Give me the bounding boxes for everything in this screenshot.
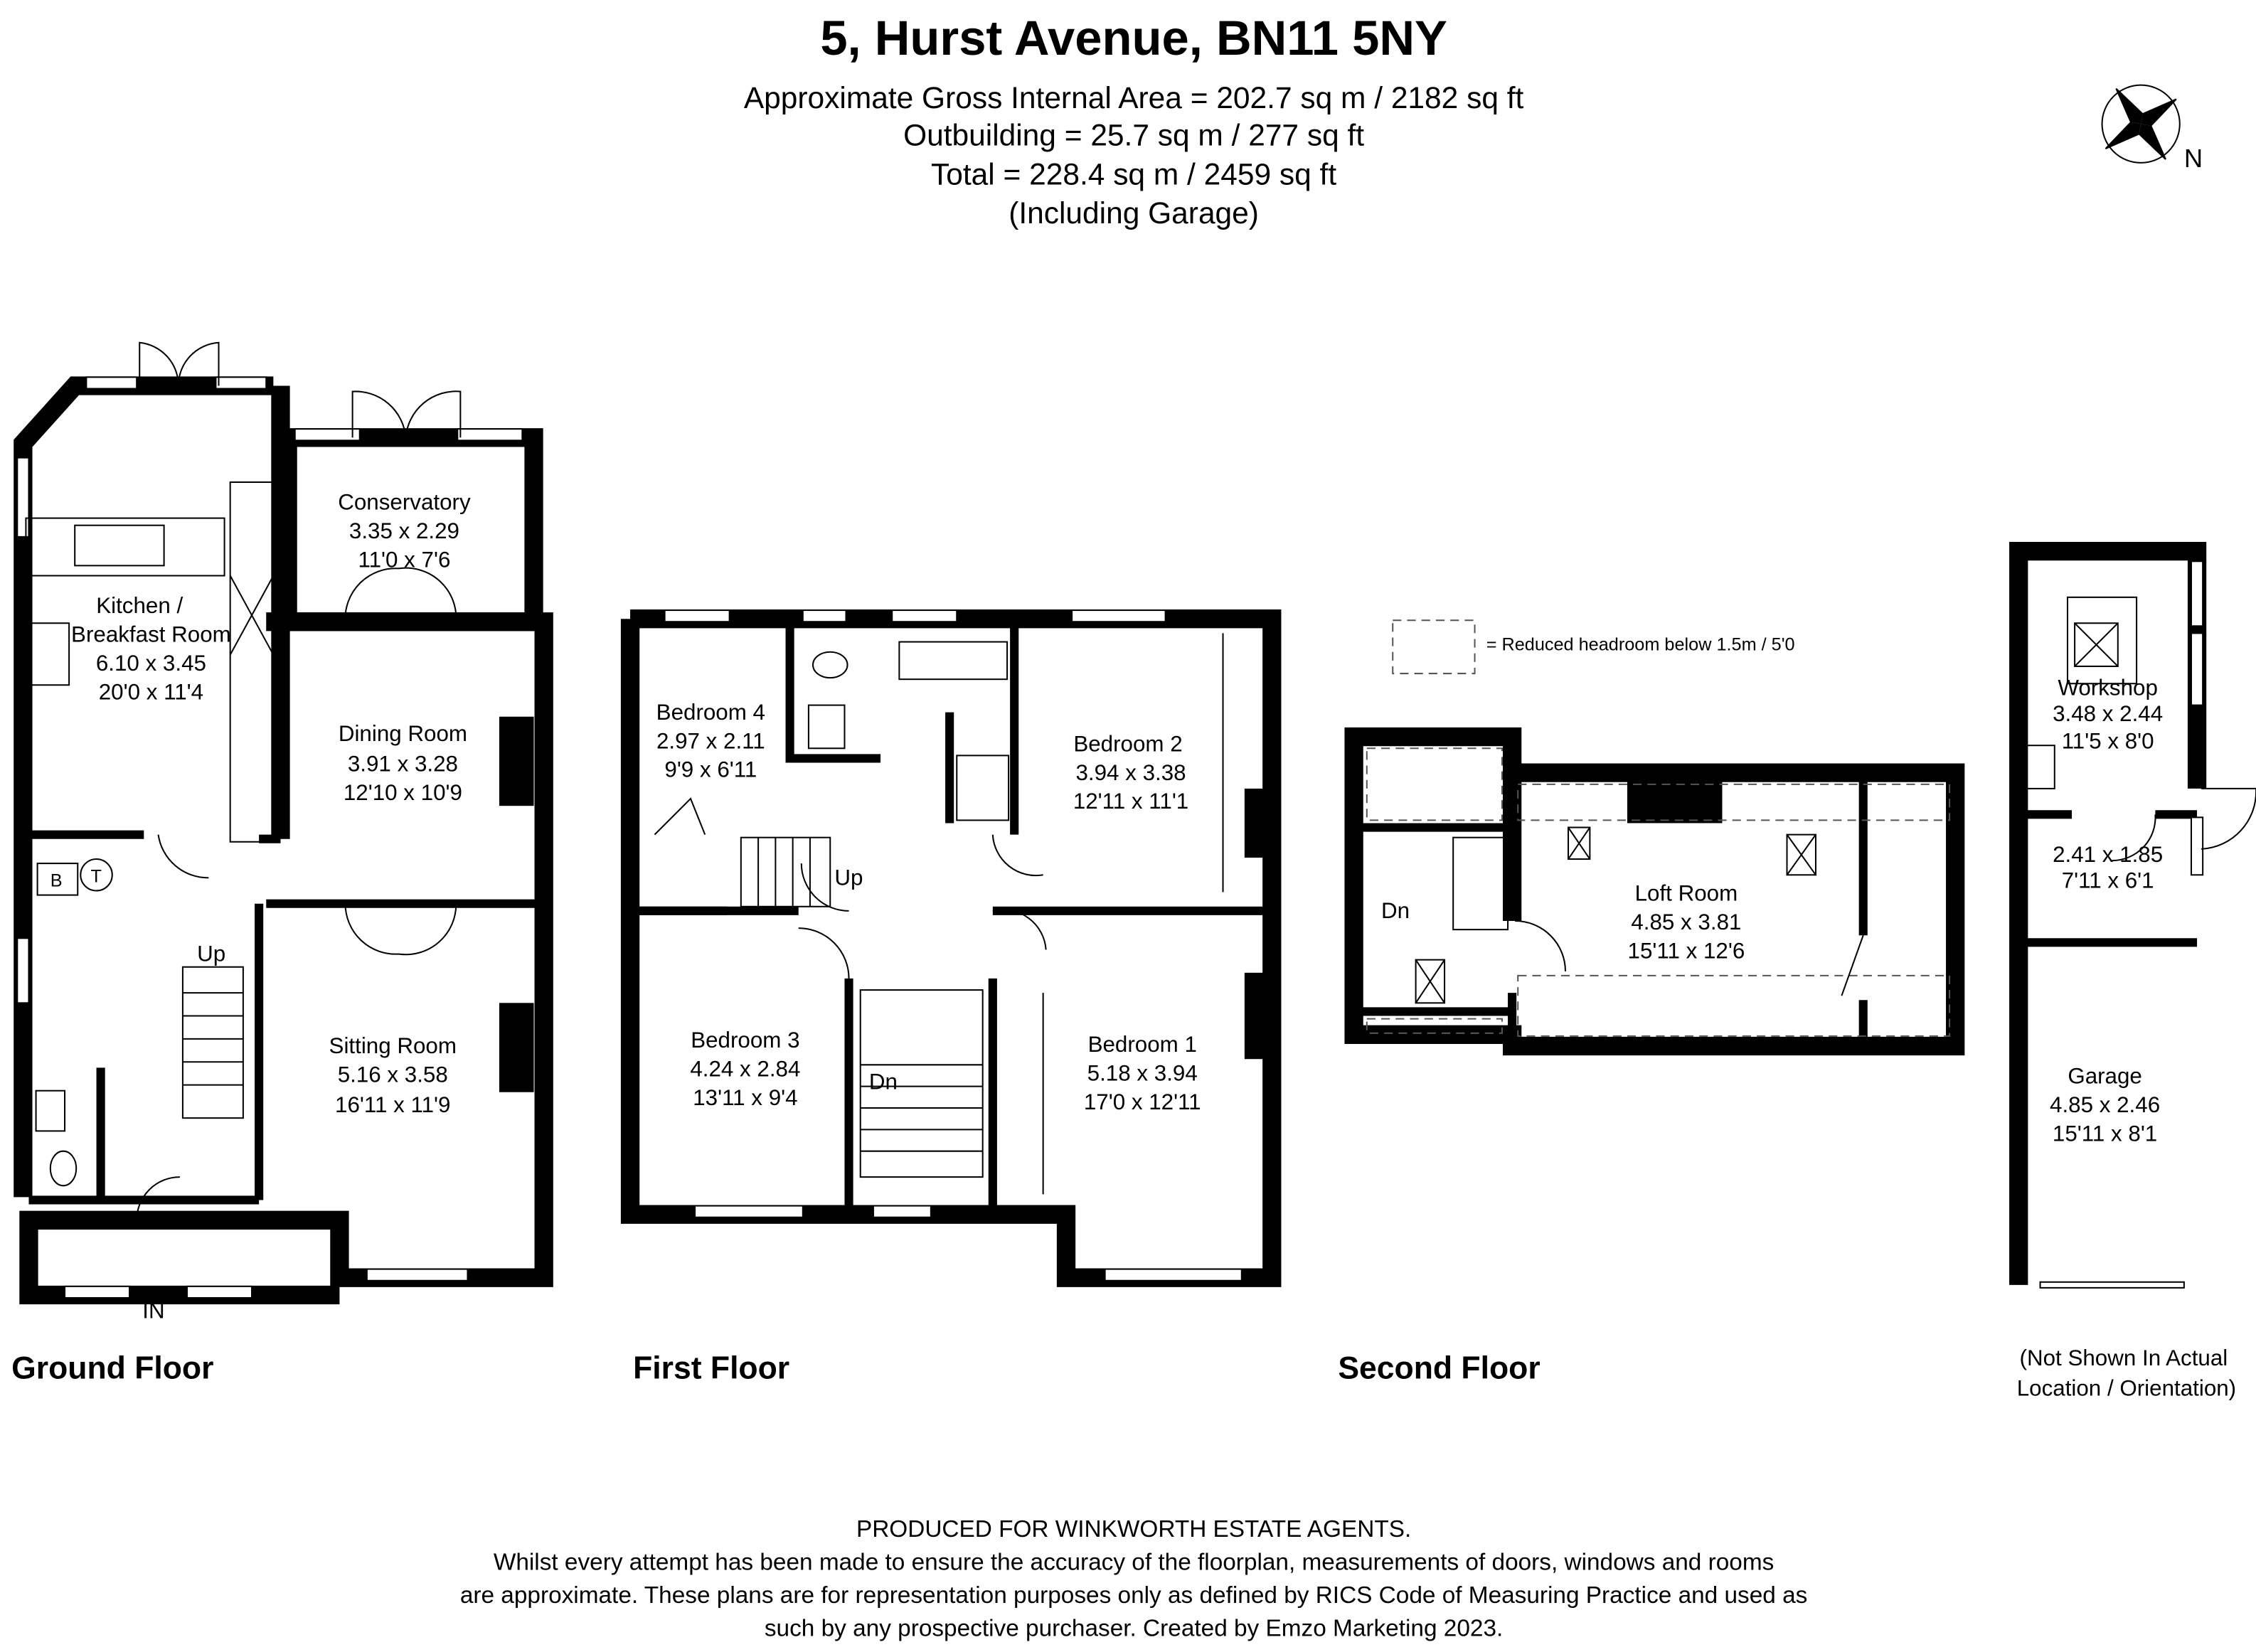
room-metric-loft: 4.85 x 3.81: [1631, 910, 1741, 934]
stairs-up-label: Up: [834, 865, 863, 890]
footer-line: Whilst every attempt has been made to en…: [494, 1549, 1774, 1575]
reduced-headroom-legend-swatch: [1392, 619, 1476, 675]
stairs-down-label: Dn: [869, 1070, 898, 1094]
room-imperial-bedroom-2: 12'11 x 11'1: [1073, 789, 1188, 814]
compass-north-label: N: [2184, 144, 2203, 173]
compass-rose-icon: [2101, 84, 2181, 164]
room-name-bedroom-4: Bedroom 4: [656, 700, 765, 725]
legend-text: = Reduced headroom below 1.5m / 5'0: [1486, 635, 1795, 655]
room-imperial-conservatory: 11'0 x 7'6: [358, 547, 451, 572]
room-imperial-loft: 15'11 x 12'6: [1628, 939, 1745, 964]
room-name-workshop: Workshop: [2058, 675, 2158, 700]
room-name-bedroom-1: Bedroom 1: [1088, 1032, 1197, 1057]
room-metric-bedroom-3: 4.24 x 2.84: [690, 1056, 800, 1081]
outbuilding-note: (Not Shown In Actual: [2020, 1345, 2228, 1370]
room-imperial-bedroom-1: 17'0 x 12'11: [1084, 1089, 1201, 1114]
outbuilding-plan: [2009, 541, 2256, 1289]
room-name-kitchen-2: Breakfast Room: [71, 622, 231, 647]
room-imperial-bedroom-4: 9'9 x 6'11: [664, 757, 757, 782]
area-line: (Including Garage): [1009, 197, 1259, 230]
area-line: Total = 228.4 sq m / 2459 sq ft: [931, 158, 1336, 191]
outbuilding-note: Location / Orientation): [2017, 1376, 2236, 1401]
footer-line: PRODUCED FOR WINKWORTH ESTATE AGENTS.: [856, 1516, 1411, 1542]
room-imperial-bedroom-3: 13'11 x 9'4: [693, 1085, 797, 1110]
room-imperial-garage: 15'11 x 8'1: [2053, 1121, 2157, 1146]
room-metric-garage: 4.85 x 2.46: [2050, 1092, 2160, 1117]
tank-label: T: [90, 866, 101, 886]
room-imperial-dining: 12'10 x 10'9: [344, 780, 462, 805]
room-metric-bedroom-2: 3.94 x 3.38: [1075, 760, 1186, 785]
ground-floor-plan: [14, 341, 553, 1305]
boiler-label: B: [50, 870, 63, 890]
stairs-up-label: Up: [197, 942, 225, 966]
room-name-conservatory: Conservatory: [338, 489, 471, 514]
room-metric-store: 2.41 x 1.85: [2053, 842, 2163, 867]
page-title: 5, Hurst Avenue, BN11 5NY: [820, 11, 1447, 65]
room-name-kitchen: Kitchen /: [96, 593, 183, 618]
entrance-label: IN: [142, 1298, 164, 1323]
room-imperial-kitchen: 20'0 x 11'4: [99, 679, 203, 704]
room-name-bedroom-3: Bedroom 3: [691, 1028, 799, 1053]
ground-floor-label: Ground Floor: [11, 1350, 213, 1385]
first-floor-label: First Floor: [633, 1350, 789, 1385]
area-line: Approximate Gross Internal Area = 202.7 …: [744, 82, 1524, 115]
room-metric-bedroom-4: 2.97 x 2.11: [656, 728, 765, 753]
second-floor-plan: [1344, 727, 1965, 1056]
second-floor-label: Second Floor: [1338, 1350, 1540, 1385]
room-metric-conservatory: 3.35 x 2.29: [349, 518, 459, 543]
room-name-garage: Garage: [2068, 1064, 2142, 1089]
first-floor-plan: [620, 609, 1282, 1287]
room-name-sitting: Sitting Room: [329, 1033, 457, 1058]
room-metric-bedroom-1: 5.18 x 3.94: [1087, 1061, 1198, 1086]
area-line: Outbuilding = 25.7 sq m / 277 sq ft: [903, 119, 1364, 153]
room-name-dining: Dining Room: [339, 721, 467, 746]
room-metric-dining: 3.91 x 3.28: [348, 752, 458, 777]
room-metric-sitting: 5.16 x 3.58: [338, 1062, 448, 1087]
room-name-loft: Loft Room: [1635, 881, 1738, 906]
room-metric-kitchen: 6.10 x 3.45: [96, 651, 206, 676]
footer-line: such by any prospective purchaser. Creat…: [765, 1615, 1503, 1641]
room-imperial-workshop: 11'5 x 8'0: [2062, 728, 2154, 753]
room-name-bedroom-2: Bedroom 2: [1073, 731, 1182, 756]
footer-line: are approximate. These plans are for rep…: [460, 1582, 1808, 1609]
room-metric-workshop: 3.48 x 2.44: [2053, 701, 2163, 726]
room-imperial-store: 7'11 x 6'1: [2062, 868, 2154, 892]
room-imperial-sitting: 16'11 x 11'9: [335, 1092, 450, 1117]
stairs-down-label: Dn: [1381, 898, 1410, 923]
